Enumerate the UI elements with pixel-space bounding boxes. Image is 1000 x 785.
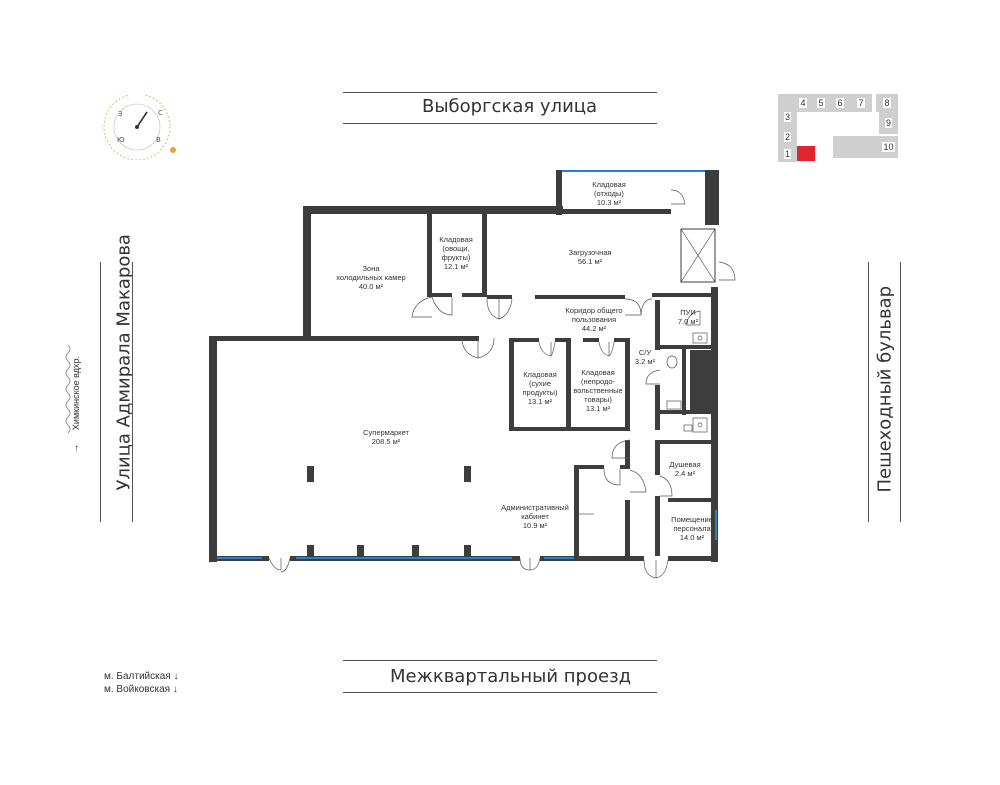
right-street-line-inner [868, 262, 869, 522]
room-corridor-area: 44.2 м² [581, 324, 607, 333]
keyplan-section-1: 1 [778, 146, 797, 162]
compass-south: Ю [117, 136, 125, 144]
room-supermarket-name: Супермаркет [363, 428, 409, 437]
room-storage-vegetables: Кладовая (овощи, фрукты) 12.1 м² [439, 235, 473, 271]
room-supermarket: Супермаркет 208.5 м² [363, 428, 409, 446]
room-shower-name: Душевая [669, 460, 701, 469]
bottom-street-line-upper [343, 660, 657, 661]
room-storage-waste-name: Кладовая (отходы) [592, 180, 626, 198]
room-cold-rooms: Зона холодильных камер 40.0 м² [336, 264, 405, 291]
room-corridor: Коридор общего пользования 44.2 м² [565, 306, 622, 333]
keyplan-section-5: 5 [812, 94, 830, 112]
keyplan-section-4: 4 [794, 94, 812, 112]
top-street-line-lower [343, 123, 657, 124]
street-bottom: Межквартальный проезд [390, 666, 632, 687]
keyplan-label-5: 5 [817, 98, 825, 108]
room-shower-area: 2.4 м² [674, 469, 696, 478]
room-storage-vegetables-area: 12.1 м² [443, 262, 469, 271]
keyplan-section-7: 7 [850, 94, 872, 112]
keyplan-label-8: 8 [883, 98, 891, 108]
room-storage-dry: Кладовая (сухие продукты) 13.1 м² [522, 370, 557, 406]
compass-west: З [118, 110, 123, 118]
keyplan-label-6: 6 [836, 98, 844, 108]
keyplan-section-6: 6 [830, 94, 850, 112]
room-admin-office: Административный кабинет 10.9 м² [501, 503, 569, 530]
room-cold-rooms-area: 40.0 м² [358, 282, 384, 291]
room-supermarket-area: 208.5 м² [371, 437, 401, 446]
sun-icon [170, 147, 176, 153]
room-admin-office-area: 10.9 м² [522, 521, 548, 530]
keyplan-label-4: 4 [799, 98, 807, 108]
room-staff-room-name: Помещение персонала [671, 515, 713, 533]
room-storage-nonfood: Кладовая (непродо- вольственные товары) … [573, 368, 622, 413]
room-pui: ПУИ 7.0 м² [678, 308, 698, 326]
room-wc: С/У 3.2 м² [635, 348, 655, 366]
room-loading-name: Загрузочная [568, 248, 612, 257]
metro-2-name: м. Войковская [104, 684, 171, 695]
left-street-line-inner [132, 262, 133, 522]
shaft [680, 228, 716, 283]
room-storage-nonfood-area: 13.1 м² [585, 404, 611, 413]
keyplan: 4 5 6 7 8 3 2 1 9 10 [775, 92, 900, 162]
room-storage-waste: Кладовая (отходы) 10.3 м² [592, 180, 626, 207]
keyplan-block-lower [833, 136, 879, 158]
room-staff-room-area: 14.0 м² [679, 533, 705, 542]
room-admin-office-name: Административный кабинет [501, 503, 569, 521]
fixtures [666, 332, 708, 433]
room-corridor-name: Коридор общего пользования [565, 306, 623, 324]
reservoir-arrow: ↑ [74, 443, 79, 454]
room-loading: Загрузочная 56.1 м² [569, 248, 612, 266]
compass-east: В [156, 136, 161, 144]
walls [209, 170, 719, 562]
doors [268, 189, 736, 579]
metro-1-name: м. Балтийская [104, 671, 171, 682]
wave-icon [65, 345, 71, 434]
toilet-icon [666, 355, 678, 369]
metro-2-arrow: ↓ [172, 684, 178, 695]
metro-1-arrow: ↓ [173, 671, 179, 682]
room-storage-vegetables-name: Кладовая (овощи, фрукты) [439, 235, 473, 262]
keyplan-section-10: 10 [879, 136, 898, 158]
keyplan-label-3: 3 [783, 112, 791, 122]
room-pui-area: 7.0 м² [677, 317, 699, 326]
left-street-line-outer [100, 262, 101, 522]
sink-icon [697, 335, 703, 341]
keyplan-section-2: 2 [778, 128, 797, 146]
compass-north: С [158, 109, 163, 117]
keyplan-section-3: 3 [778, 106, 797, 128]
metro-1: м. Балтийская ↓ [104, 671, 179, 682]
compass: С Ю З В [103, 95, 176, 160]
room-staff-room: Помещение персонала 14.0 м² [671, 515, 713, 542]
keyplan-label-2: 2 [783, 132, 791, 142]
room-storage-dry-area: 13.1 м² [527, 397, 553, 406]
right-street-line-outer [900, 262, 901, 522]
room-storage-waste-area: 10.3 м² [596, 198, 622, 207]
windows [217, 170, 717, 559]
room-wc-area: 3.2 м² [634, 357, 656, 366]
keyplan-section-9: 9 [879, 112, 898, 134]
metro-2: м. Войковская ↓ [104, 684, 178, 695]
keyplan-selected [797, 146, 815, 161]
room-loading-area: 56.1 м² [577, 257, 603, 266]
keyplan-label-10: 10 [882, 142, 895, 152]
keyplan-label-1: 1 [783, 149, 791, 159]
keyplan-section-8: 8 [876, 94, 898, 112]
room-wc-name: С/У [638, 348, 652, 357]
room-pui-name: ПУИ [680, 308, 696, 317]
room-cold-rooms-name: Зона холодильных камер [336, 264, 406, 282]
keyplan-block [778, 94, 794, 106]
street-top: Выборгская улица [422, 96, 598, 117]
top-street-line-upper [343, 92, 657, 93]
keyplan-label-9: 9 [884, 118, 892, 128]
room-storage-nonfood-name: Кладовая (непродо- вольственные товары) [573, 368, 623, 404]
bottom-street-line-lower [343, 692, 657, 693]
keyplan-label-7: 7 [857, 98, 865, 108]
room-shower: Душевая 2.4 м² [669, 460, 700, 478]
room-storage-dry-name: Кладовая (сухие продукты) [522, 370, 558, 397]
shower-drain-icon [697, 422, 703, 428]
